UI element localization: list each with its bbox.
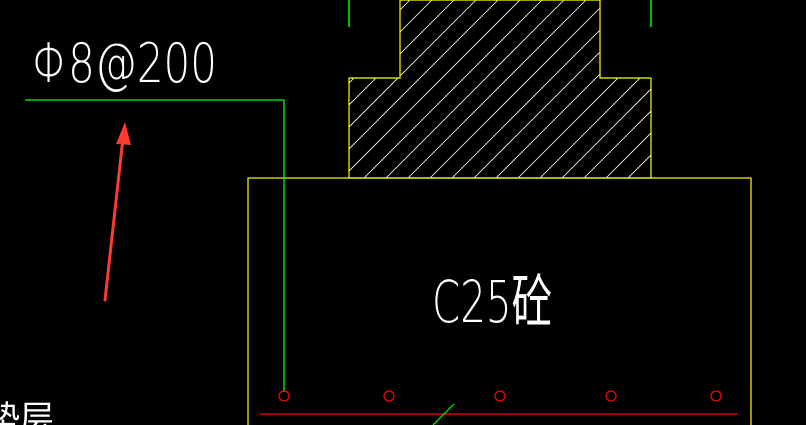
rebar-dot — [383, 390, 395, 402]
hatch-line — [429, 0, 631, 178]
hatch-line — [649, 0, 651, 178]
edge-fragment-label: 垫层 — [0, 399, 54, 425]
bottom-diagonal-tick — [432, 403, 455, 425]
hatch-line — [349, 0, 477, 178]
concrete-grade-label: C25砼 — [432, 268, 552, 336]
footing-outline — [247, 177, 752, 425]
column-outline — [348, 0, 652, 179]
hatch-line — [672, 0, 806, 200]
hatch-line — [407, 0, 609, 178]
hatch-line — [349, 0, 455, 178]
hatch-line — [694, 0, 806, 200]
hatch-line — [539, 0, 651, 178]
hatch-line — [349, 0, 543, 178]
annotation-arrow-icon — [103, 122, 131, 302]
rebar-dot — [710, 390, 722, 402]
rebar-dot — [494, 390, 506, 402]
hatch-line — [349, 0, 521, 178]
hatch-line — [627, 0, 651, 178]
hatch-line — [451, 0, 651, 178]
rebar-spec-label: Φ8@200 — [32, 32, 217, 95]
rebar-dot — [278, 390, 290, 402]
hatch-line — [473, 0, 651, 178]
hatch-line — [583, 0, 651, 178]
hatch-line — [605, 0, 651, 178]
rebar-dot — [605, 390, 617, 402]
hatch-line — [385, 0, 587, 178]
hatch-line — [349, 0, 499, 178]
hatch-line — [363, 0, 565, 178]
rebar-leader-line — [25, 99, 285, 392]
hatch-line — [561, 0, 651, 178]
hatch-line — [495, 0, 651, 178]
hatch-line — [517, 0, 651, 178]
